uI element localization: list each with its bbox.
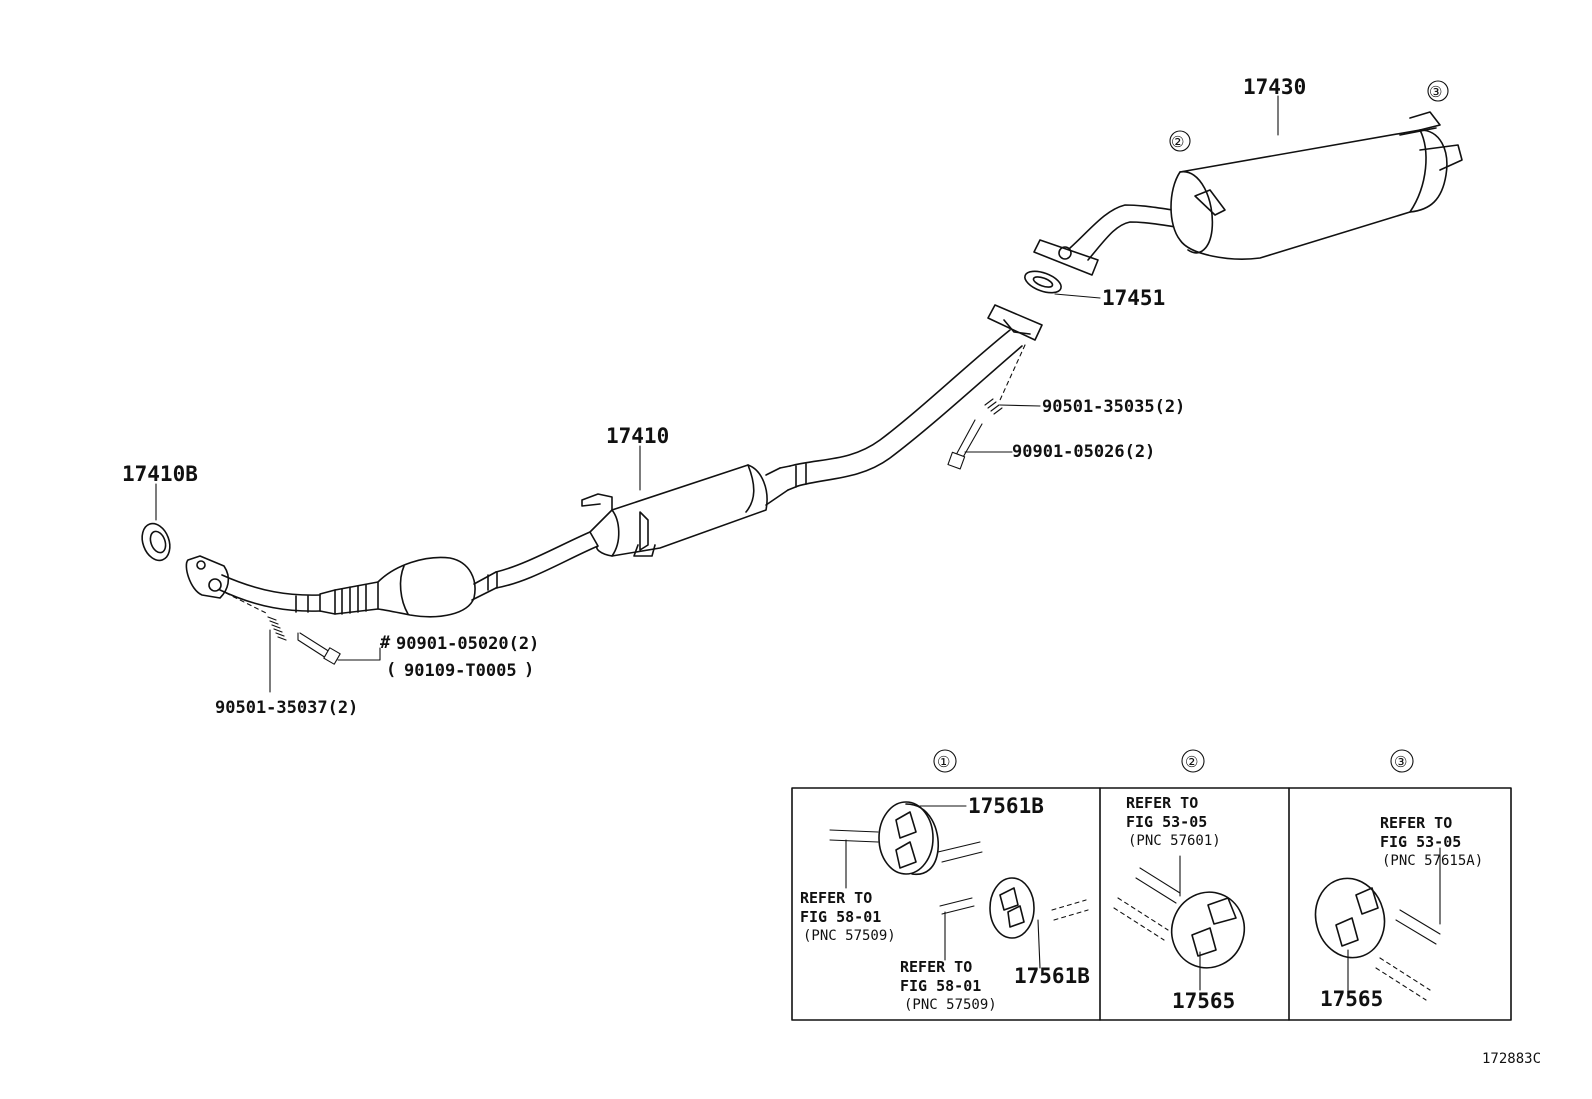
callout-2-main-text: ② xyxy=(1171,133,1184,151)
label-90501-35035: 90501-35035(2) xyxy=(1042,397,1185,417)
inset-2-rods xyxy=(1113,855,1201,991)
label-bolt-alt-open: ( xyxy=(386,660,396,680)
inset-2: ② REFER TO FIG 53-05 (PNC 57601) 17565 xyxy=(1113,753,1246,1013)
inset-1-ref-b-line1: REFER TO xyxy=(900,958,972,976)
label-90501-35037: 90501-35037(2) xyxy=(215,698,358,718)
label-bolt-alt-close: ) xyxy=(524,660,534,680)
inset-2-ref-line3: (PNC 57601) xyxy=(1128,833,1221,849)
front-bolt-drawing xyxy=(297,632,341,665)
inset-1-label-top: 17561B xyxy=(968,794,1044,818)
rear-bolt-dash-lines xyxy=(999,344,1026,401)
inset-1-ref-a-line3: (PNC 57509) xyxy=(803,928,896,944)
figure-id: 172883C xyxy=(1482,1051,1541,1067)
label-17410: 17410 xyxy=(606,424,669,448)
rear-gasket-drawing xyxy=(1024,270,1062,294)
inset-1-ref-b-line3: (PNC 57509) xyxy=(904,997,997,1013)
label-17451: 17451 xyxy=(1102,286,1165,310)
rear-bolt-drawing xyxy=(947,419,983,470)
front-spring-drawing xyxy=(267,616,287,641)
inset-boxes xyxy=(791,787,1512,1021)
inset-1-label-bottom: 17561B xyxy=(1014,964,1090,988)
inset-3-ref-line3: (PNC 57615A) xyxy=(1382,853,1483,869)
inset-1-ref-b-line2: FIG 58-01 xyxy=(900,977,981,995)
front-gasket-drawing xyxy=(141,522,171,562)
label-17430: 17430 xyxy=(1243,75,1306,99)
inset-3-ref-line2: FIG 53-05 xyxy=(1380,833,1461,851)
inset-3-number: ③ xyxy=(1394,753,1407,771)
front-exhaust-pipe-drawing xyxy=(185,304,1043,618)
inset-2-hanger xyxy=(1170,891,1246,969)
inset-3: ③ REFER TO FIG 53-05 (PNC 57615A) 17565 xyxy=(1314,753,1483,1011)
label-90109-T0005: 90109-T0005 xyxy=(404,661,517,681)
inset-2-label: 17565 xyxy=(1172,989,1235,1013)
inset-2-ref-line1: REFER TO xyxy=(1126,794,1198,812)
inset-1-number: ① xyxy=(937,753,950,771)
inset-1-rods xyxy=(829,805,1089,969)
callout-2-main: ② xyxy=(1169,130,1191,152)
inset-1-hanger-bottom xyxy=(989,877,1035,939)
inset-3-ref-line1: REFER TO xyxy=(1380,814,1452,832)
inset-1-ref-a-line2: FIG 58-01 xyxy=(800,908,881,926)
label-bolt-front-hash: # xyxy=(380,633,391,653)
inset-3-label: 17565 xyxy=(1320,987,1383,1011)
inset-3-rods xyxy=(1347,847,1441,1001)
muffler-drawing xyxy=(1033,111,1463,276)
label-17410B: 17410B xyxy=(122,462,198,486)
label-90901-05026: 90901-05026(2) xyxy=(1012,442,1155,462)
label-90901-05020: 90901-05020(2) xyxy=(396,634,539,654)
inset-1-ref-a-line1: REFER TO xyxy=(800,889,872,907)
rear-spring-drawing xyxy=(984,398,1003,415)
inset-2-ref-line2: FIG 53-05 xyxy=(1126,813,1207,831)
inset-1: ① 17561B 17561B REFER TO FIG 58-01 (PNC … xyxy=(800,753,1090,1013)
callout-3-main-text: ③ xyxy=(1429,83,1442,101)
inset-2-number: ② xyxy=(1185,753,1198,771)
front-bolt-dash-lines xyxy=(225,592,269,615)
callout-3-main: ③ xyxy=(1427,80,1449,102)
inset-number-circles xyxy=(933,749,1414,773)
inset-3-hanger xyxy=(1314,877,1386,959)
inset-1-hanger-top xyxy=(878,801,940,876)
leader-lines xyxy=(155,95,1279,693)
